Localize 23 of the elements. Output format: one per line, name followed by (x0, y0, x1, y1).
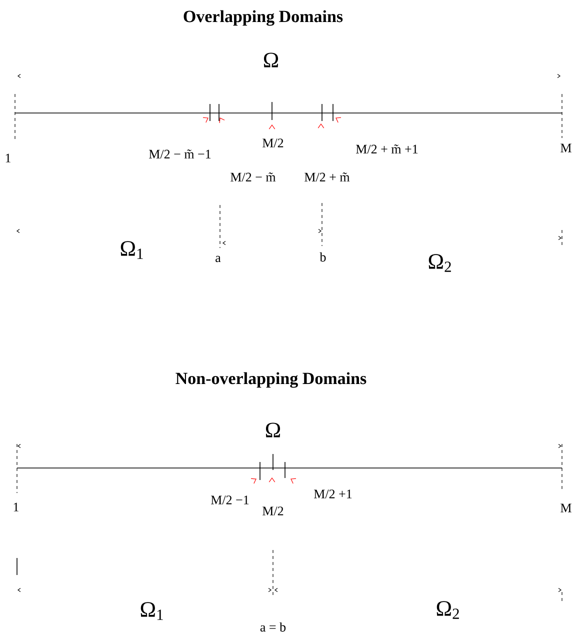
index-label: M (560, 504, 572, 512)
subdomain-symbol: Ω$_{2}$ (428, 254, 451, 272)
index-label: M/2 − m̃ (230, 172, 276, 182)
diagram-title: Overlapping Domains (184, 10, 343, 26)
bound-label: b (320, 252, 326, 262)
bound-label: a = b (260, 622, 286, 632)
index-label: 1 (14, 502, 18, 512)
domain-symbol: Ω (266, 422, 280, 438)
subdomain-symbol: Ω$_{1}$ (120, 241, 143, 259)
index-label: 1 (6, 154, 10, 162)
subdomain-symbol: Ω$_{2}$ (436, 601, 459, 619)
subdomain-symbol: Ω$_{1}$ (140, 602, 163, 620)
index-label: M/2 +1 (314, 490, 352, 498)
index-label: M (560, 144, 572, 152)
index-label: M/2 −1 (211, 496, 249, 504)
index-label: M/2 (262, 138, 284, 148)
bound-label: a (216, 256, 221, 262)
index-label: M/2 + m̃ (304, 172, 350, 182)
section-heading: Non-overlapping Domains (176, 372, 366, 388)
domain-symbol: Ω (264, 52, 278, 68)
index-label: M/2 − m̃ −1 (149, 149, 211, 159)
index-label: M/2 + m̃ +1 (356, 144, 418, 154)
index-label: M/2 (262, 506, 284, 516)
